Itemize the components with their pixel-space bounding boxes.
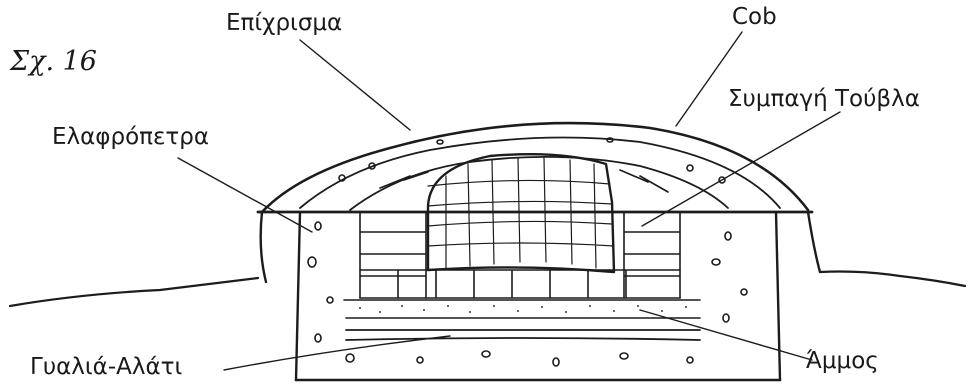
sand-layer <box>344 300 700 318</box>
leader-pumice <box>178 158 312 232</box>
leader-glass-salt <box>224 336 450 370</box>
aggregate-speckles <box>308 138 747 366</box>
leader-plaster <box>300 40 410 130</box>
outer-walls <box>261 212 820 380</box>
leader-cob <box>676 32 742 126</box>
leader-sand <box>640 310 812 360</box>
ground-line <box>10 272 965 307</box>
sand-dots <box>359 305 687 313</box>
glass-salt-layers <box>346 330 700 340</box>
leader-compact-brick <box>642 112 840 226</box>
cob-layer-line <box>300 138 780 209</box>
floor-bricks <box>360 270 680 298</box>
